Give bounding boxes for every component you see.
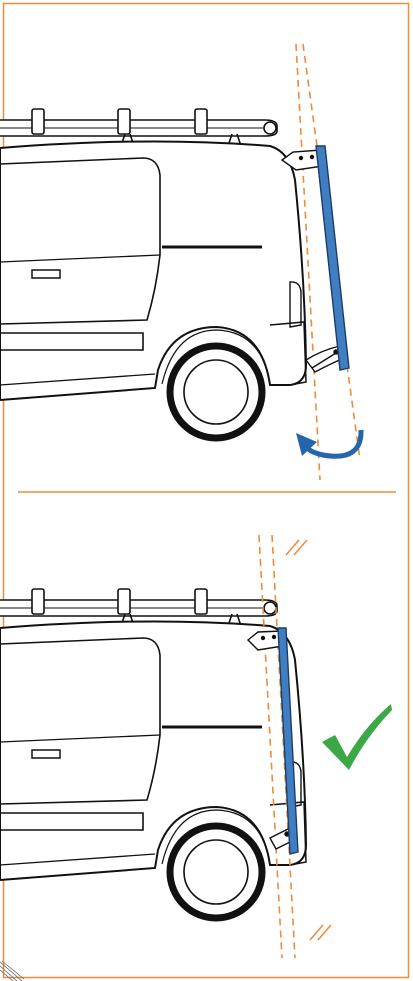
guide-line bbox=[295, 43, 321, 481]
parallel-mark-icon bbox=[309, 924, 332, 941]
guide-line bbox=[258, 534, 283, 959]
panel-top bbox=[0, 43, 364, 481]
van-side-view bbox=[0, 109, 306, 438]
parallel-mark-icon bbox=[285, 539, 308, 556]
guide-line bbox=[271, 534, 296, 959]
corner-hatch bbox=[0, 960, 25, 981]
curved-arrow-icon bbox=[296, 429, 364, 459]
rear-ladder bbox=[315, 145, 350, 371]
panel-bottom bbox=[0, 534, 392, 959]
checkmark-icon bbox=[322, 704, 392, 770]
rear-ladder bbox=[277, 627, 299, 855]
